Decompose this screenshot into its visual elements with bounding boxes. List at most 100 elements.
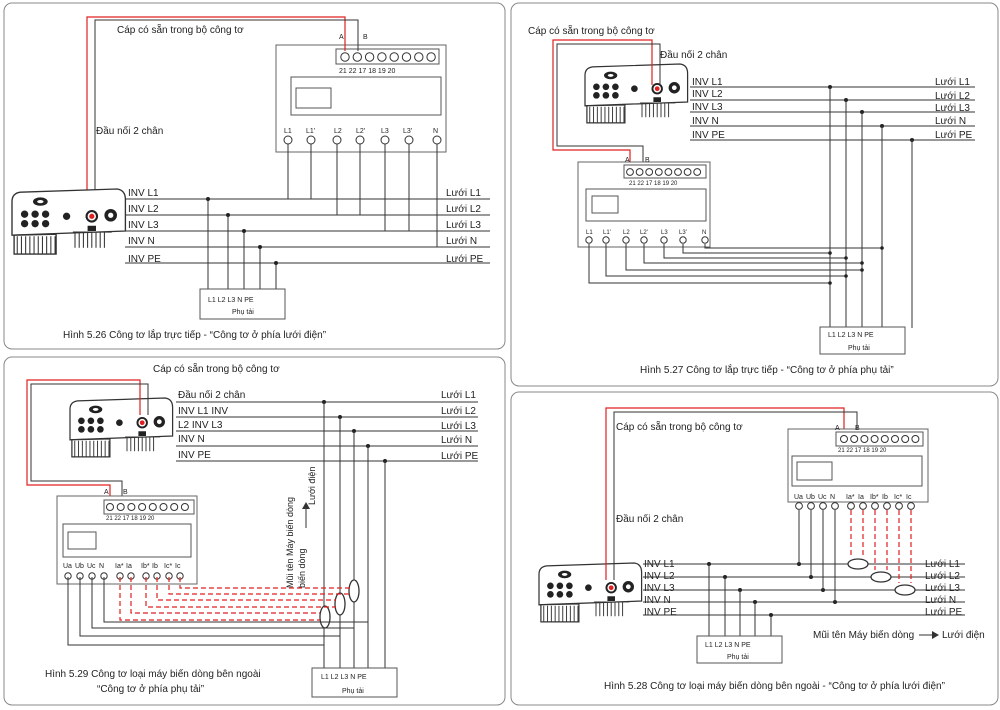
inv-line-n: INV N — [692, 116, 719, 127]
inv-line-l1: INV L1 — [692, 77, 723, 88]
comm-cable-return — [556, 43, 661, 168]
meter-terminal-label: N — [99, 563, 104, 570]
terminal-numbers: 21 22 17 18 19 20 — [339, 68, 396, 75]
terminal-screw — [911, 435, 920, 443]
terminal-screw — [401, 52, 412, 62]
grid-line-l2: Lưới L2 — [446, 204, 481, 215]
terminal-letter-a: A — [104, 489, 109, 496]
load-label: Phụ tải — [342, 688, 364, 695]
comm-cable — [552, 39, 653, 168]
terminal-screw — [626, 168, 634, 176]
grid-line-pe: Lưới PE — [441, 451, 478, 462]
inverter — [538, 562, 643, 623]
meter-terminal-label: Ia — [126, 563, 132, 570]
terminal-numbers: 21 22 17 18 19 20 — [629, 181, 678, 187]
terminal-letter-b: B — [363, 34, 368, 41]
energy-meter — [577, 161, 711, 248]
grid-line-pe: Lưới PE — [935, 130, 972, 141]
cable-label: Cáp có sẵn trong bộ công tơ — [117, 23, 244, 36]
meter-terminal-l1: L1 — [284, 128, 292, 135]
meter-terminal-label: Ib* — [870, 494, 879, 501]
load-terminals: L1 L2 L3 N PE — [321, 674, 367, 681]
meter-terminal-n: N — [702, 230, 706, 236]
comm-terminal-block — [106, 503, 189, 511]
terminal-screw — [180, 503, 189, 511]
meter-terminal-l1p: L1' — [603, 230, 611, 236]
grid-line-l1: Lưới L1 — [446, 188, 481, 199]
inv-line-pe: INV PE — [644, 607, 677, 618]
meter-terminal-label: Ib — [882, 494, 888, 501]
terminal-screw — [654, 168, 663, 176]
terminal-letter-a: A — [835, 425, 840, 432]
terminal-letter-a: A — [339, 34, 344, 41]
terminal-screw — [127, 503, 136, 511]
comm-cable — [86, 16, 346, 213]
grid-line-l2: Lưới L2 — [925, 571, 960, 582]
terminal-screw — [880, 435, 889, 443]
grid-arrow-label: Lưới điện — [942, 630, 985, 641]
terminal-screw — [106, 503, 114, 511]
comm-cable — [26, 379, 141, 502]
terminal-screw — [850, 435, 859, 443]
meter-terminal-l1p: L1' — [306, 128, 315, 135]
cable-label: Cáp có sẵn trong bộ công tơ — [153, 362, 280, 375]
grid-line-l1: Lưới L1 — [935, 77, 970, 88]
inv-line-l2: INV L2 — [128, 204, 159, 215]
comm-cable-return — [30, 383, 149, 502]
inverter — [584, 63, 689, 124]
inv-line-l2-l3: L2 INV L3 — [178, 420, 223, 431]
inv-line-l1: INV L1 — [644, 559, 675, 570]
terminal-screw — [138, 503, 147, 511]
figure-caption-line2: “Công tơ ở phía phụ tải” — [97, 683, 204, 695]
meter-terminal-l2: L2 — [334, 128, 342, 135]
load-box — [819, 326, 906, 355]
bus-lines — [643, 563, 965, 616]
inv-line-l3: INV L3 — [128, 220, 159, 231]
terminal-screw — [116, 503, 125, 511]
figure-caption: Hình 5.28 Công tơ loại máy biến dòng bên… — [604, 680, 945, 692]
terminal-screw — [426, 52, 436, 62]
meter-terminal-label: Ua — [63, 563, 72, 570]
meter-terminal-label: N — [830, 494, 835, 501]
comm-cable — [605, 407, 845, 580]
meter-terminal-label: Ic — [906, 494, 912, 501]
grid-line-n: Lưới N — [935, 116, 966, 127]
grid-line-l3: Lưới L3 — [446, 220, 481, 231]
terminal-screw — [352, 52, 362, 62]
grid-line-l1: Lưới L1 — [925, 559, 960, 570]
grid-line-pe: Lưới PE — [446, 254, 483, 265]
load-label: Phụ tải — [848, 345, 870, 352]
terminal-letter-b: B — [645, 157, 650, 164]
meter-terminal-label: Uc — [87, 563, 96, 570]
load-terminals: L1 L2 L3 N PE — [208, 297, 254, 304]
meter-terminal-label: Ua — [794, 494, 803, 501]
meter-terminal-label: Ic* — [164, 563, 172, 570]
figure-caption: Hình 5.29 Công tơ loại máy biến dòng bên… — [45, 668, 261, 680]
meter-terminal-l3: L3 — [381, 128, 389, 135]
meter-terminal-label: Ic — [175, 563, 181, 570]
terminal-numbers: 21 22 17 18 19 20 — [106, 516, 155, 522]
inv-line-n: INV N — [644, 595, 671, 606]
terminal-screw — [683, 168, 692, 176]
terminal-screw — [901, 435, 910, 443]
grid-line-l2: Lưới L2 — [441, 406, 476, 417]
terminal-screw — [693, 168, 702, 176]
load-box — [199, 288, 286, 320]
meter-terminal-label: Ib* — [141, 563, 150, 570]
meter-terminal-l3p: L3' — [403, 128, 412, 135]
grid-line-l3: Lưới L3 — [925, 583, 960, 594]
ct-arrow-label: Mũi tên Máy biến dòng — [813, 629, 914, 641]
comm-cable-return — [94, 19, 359, 213]
load-label: Phụ tải — [232, 309, 254, 316]
bus-lines — [125, 198, 490, 264]
grid-line-l1: Lưới L1 — [441, 390, 476, 401]
ct-arrow-label: Mũi tên Máy biến dòng — [285, 497, 295, 588]
meter-terminal-label: Ic* — [894, 494, 902, 501]
ct-arrow-label-2: biến dòng — [297, 548, 307, 588]
current-transformer — [847, 558, 869, 570]
inv-line-l1: INV L1 — [128, 188, 159, 199]
load-terminals: L1 L2 L3 N PE — [828, 332, 874, 339]
connector-label: Đầu nối 2 chân — [616, 513, 683, 525]
